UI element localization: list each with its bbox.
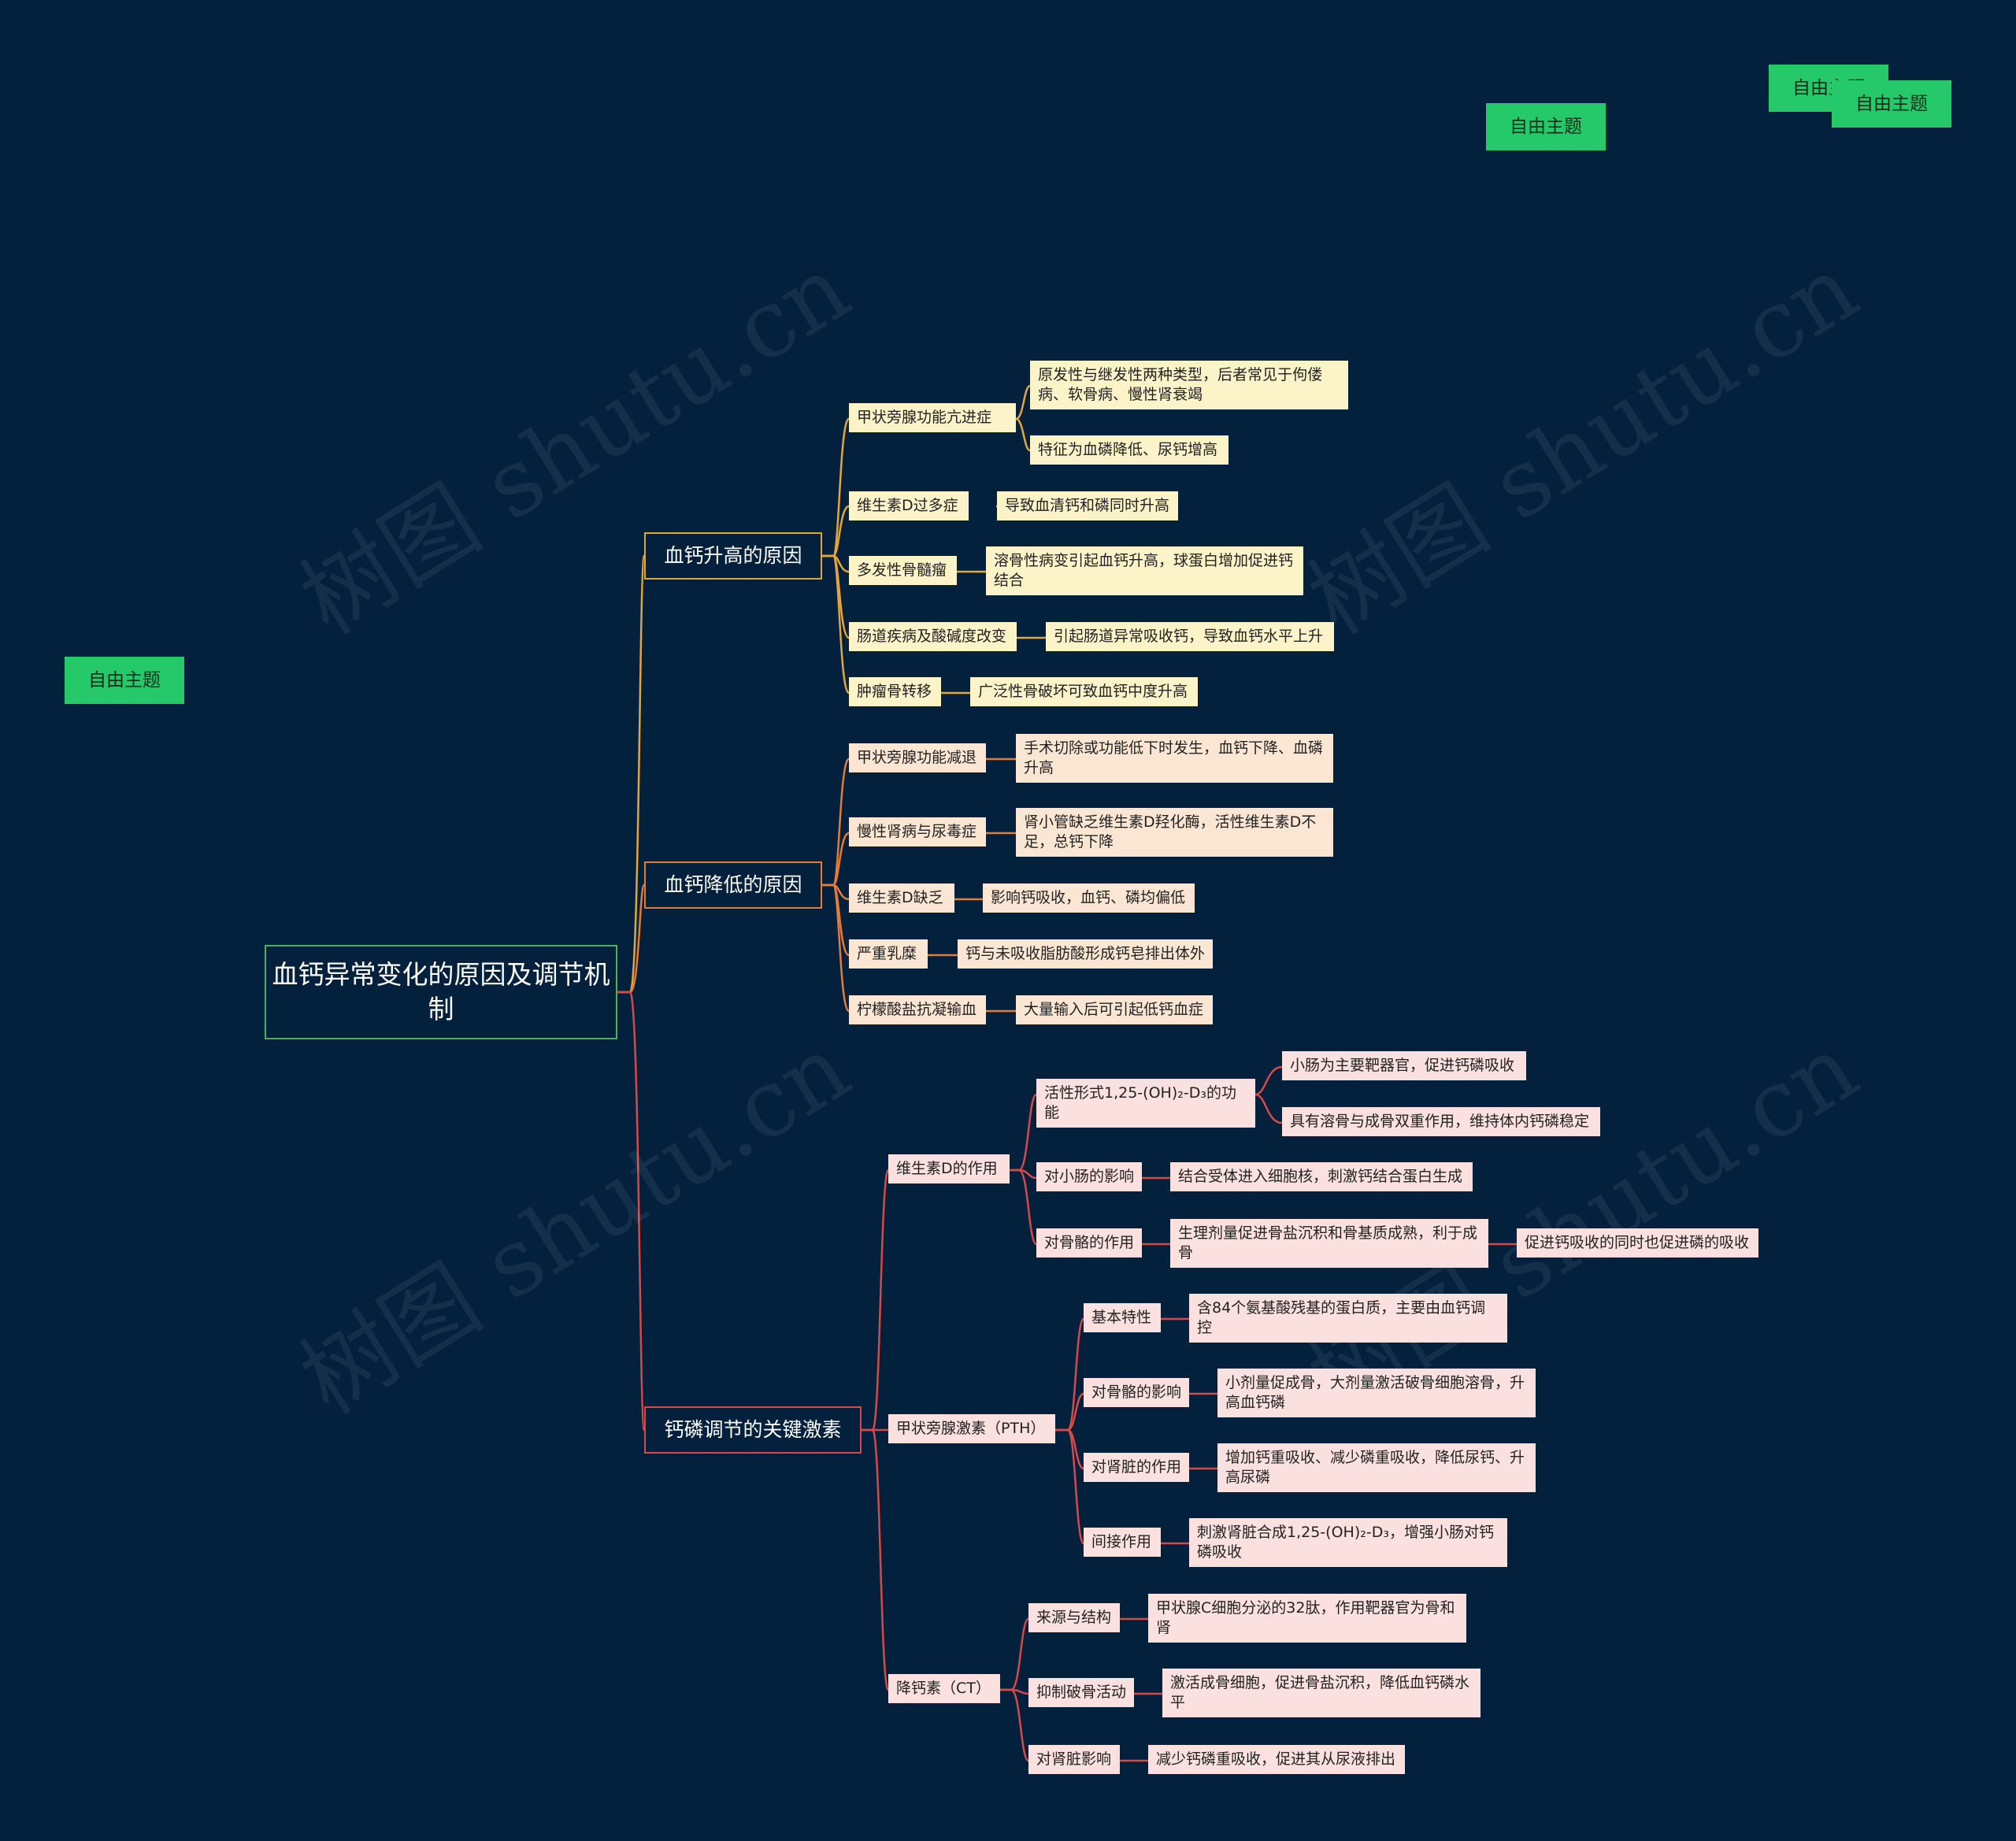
topic-vitd-intestine[interactable]: 对小肠的影响 [1036, 1162, 1142, 1191]
detail-intestinal-disease[interactable]: 引起肠道异常吸收钙，导致血钙水平上升 [1046, 622, 1334, 651]
branch-key-hormones[interactable]: 钙磷调节的关键激素 [644, 1406, 862, 1454]
detail-vitd-bone[interactable]: 生理剂量促进骨盐沉积和骨基质成熟，利于成骨 [1170, 1219, 1488, 1268]
detail-vitd-excess[interactable]: 导致血清钙和磷同时升高 [997, 491, 1178, 520]
detail-hyperparathyroidism-types[interactable]: 原发性与继发性两种类型，后者常见于佝偻病、软骨病、慢性肾衰竭 [1030, 361, 1348, 409]
floating-topic[interactable]: 自由主题 [1486, 103, 1606, 150]
detail-active-vitd-bone[interactable]: 具有溶骨与成骨双重作用，维持体内钙磷稳定 [1282, 1107, 1600, 1136]
topic-vitd-role[interactable]: 维生素D的作用 [888, 1154, 1010, 1184]
topic-vitd-bone[interactable]: 对骨骼的作用 [1036, 1228, 1142, 1258]
topic-multiple-myeloma[interactable]: 多发性骨髓瘤 [849, 556, 957, 585]
topic-bone-metastasis[interactable]: 肿瘤骨转移 [849, 677, 941, 706]
root-topic[interactable]: 血钙异常变化的原因及调节机制 [265, 945, 617, 1039]
topic-hyperparathyroidism[interactable]: 甲状旁腺功能亢进症 [849, 403, 1016, 432]
detail-pth-indirect[interactable]: 刺激肾脏合成1,25-(OH)₂-D₃，增强小肠对钙磷吸收 [1189, 1518, 1507, 1567]
detail-vitd-bone-extra[interactable]: 促进钙吸收的同时也促进磷的吸收 [1517, 1228, 1758, 1258]
topic-vitd-excess[interactable]: 维生素D过多症 [849, 491, 969, 520]
detail-hyperparathyroidism-signs[interactable]: 特征为血磷降低、尿钙增高 [1030, 435, 1228, 465]
topic-ct-origin[interactable]: 来源与结构 [1028, 1603, 1120, 1632]
detail-active-vitd-intestine[interactable]: 小肠为主要靶器官，促进钙磷吸收 [1282, 1051, 1526, 1080]
detail-pth-basics[interactable]: 含84个氨基酸残基的蛋白质，主要由血钙调控 [1189, 1294, 1507, 1343]
floating-topic[interactable]: 自由主题 [1832, 80, 1951, 128]
topic-calcitonin[interactable]: 降钙素（CT） [888, 1674, 1000, 1703]
detail-multiple-myeloma[interactable]: 溶骨性病变引起血钙升高，球蛋白增加促进钙结合 [986, 546, 1303, 595]
detail-vitd-intestine[interactable]: 结合受体进入细胞核，刺激钙结合蛋白生成 [1170, 1162, 1473, 1191]
detail-ct-osteoclast[interactable]: 激活成骨细胞，促进骨盐沉积，降低血钙磷水平 [1162, 1669, 1480, 1717]
topic-ct-kidney[interactable]: 对肾脏影响 [1028, 1745, 1120, 1774]
topic-pth[interactable]: 甲状旁腺激素（PTH） [888, 1414, 1055, 1443]
topic-active-vitd[interactable]: 活性形式1,25-(OH)₂-D₃的功能 [1036, 1079, 1255, 1128]
topic-pth-kidney[interactable]: 对肾脏的作用 [1084, 1453, 1189, 1482]
topic-pth-basics[interactable]: 基本特性 [1084, 1303, 1161, 1332]
detail-hypoparathyroidism[interactable]: 手术切除或功能低下时发生，血钙下降、血磷升高 [1016, 734, 1333, 783]
topic-severe-chyle[interactable]: 严重乳糜 [849, 939, 928, 969]
detail-severe-chyle[interactable]: 钙与未吸收脂肪酸形成钙皂排出体外 [958, 939, 1213, 969]
topic-vitd-deficiency[interactable]: 维生素D缺乏 [849, 883, 954, 913]
floating-topic[interactable]: 自由主题 [65, 657, 184, 704]
topic-citrate-transfusion[interactable]: 柠檬酸盐抗凝输血 [849, 995, 986, 1024]
topic-ct-osteoclast[interactable]: 抑制破骨活动 [1028, 1678, 1134, 1707]
topic-intestinal-disease[interactable]: 肠道疾病及酸碱度改变 [849, 622, 1017, 651]
detail-ct-kidney[interactable]: 减少钙磷重吸收，促进其从尿液排出 [1148, 1745, 1405, 1774]
topic-chronic-kidney-disease[interactable]: 慢性肾病与尿毒症 [849, 817, 986, 846]
detail-citrate-transfusion[interactable]: 大量输入后可引起低钙血症 [1016, 995, 1213, 1024]
detail-vitd-deficiency[interactable]: 影响钙吸收，血钙、磷均偏低 [983, 883, 1195, 913]
branch-high-calcium[interactable]: 血钙升高的原因 [644, 532, 822, 580]
topic-pth-indirect[interactable]: 间接作用 [1084, 1528, 1161, 1557]
detail-chronic-kidney-disease[interactable]: 肾小管缺乏维生素D羟化酶，活性维生素D不足，总钙下降 [1016, 808, 1333, 857]
branch-low-calcium[interactable]: 血钙降低的原因 [644, 861, 822, 909]
detail-ct-origin[interactable]: 甲状腺C细胞分泌的32肽，作用靶器官为骨和肾 [1148, 1594, 1466, 1643]
detail-pth-bone[interactable]: 小剂量促成骨，大剂量激活破骨细胞溶骨，升高血钙磷 [1217, 1369, 1536, 1417]
topic-hypoparathyroidism[interactable]: 甲状旁腺功能减退 [849, 743, 986, 772]
detail-pth-kidney[interactable]: 增加钙重吸收、减少磷重吸收，降低尿钙、升高尿磷 [1217, 1443, 1536, 1492]
topic-pth-bone[interactable]: 对骨骼的影响 [1084, 1378, 1189, 1407]
detail-bone-metastasis[interactable]: 广泛性骨破坏可致血钙中度升高 [970, 677, 1198, 706]
